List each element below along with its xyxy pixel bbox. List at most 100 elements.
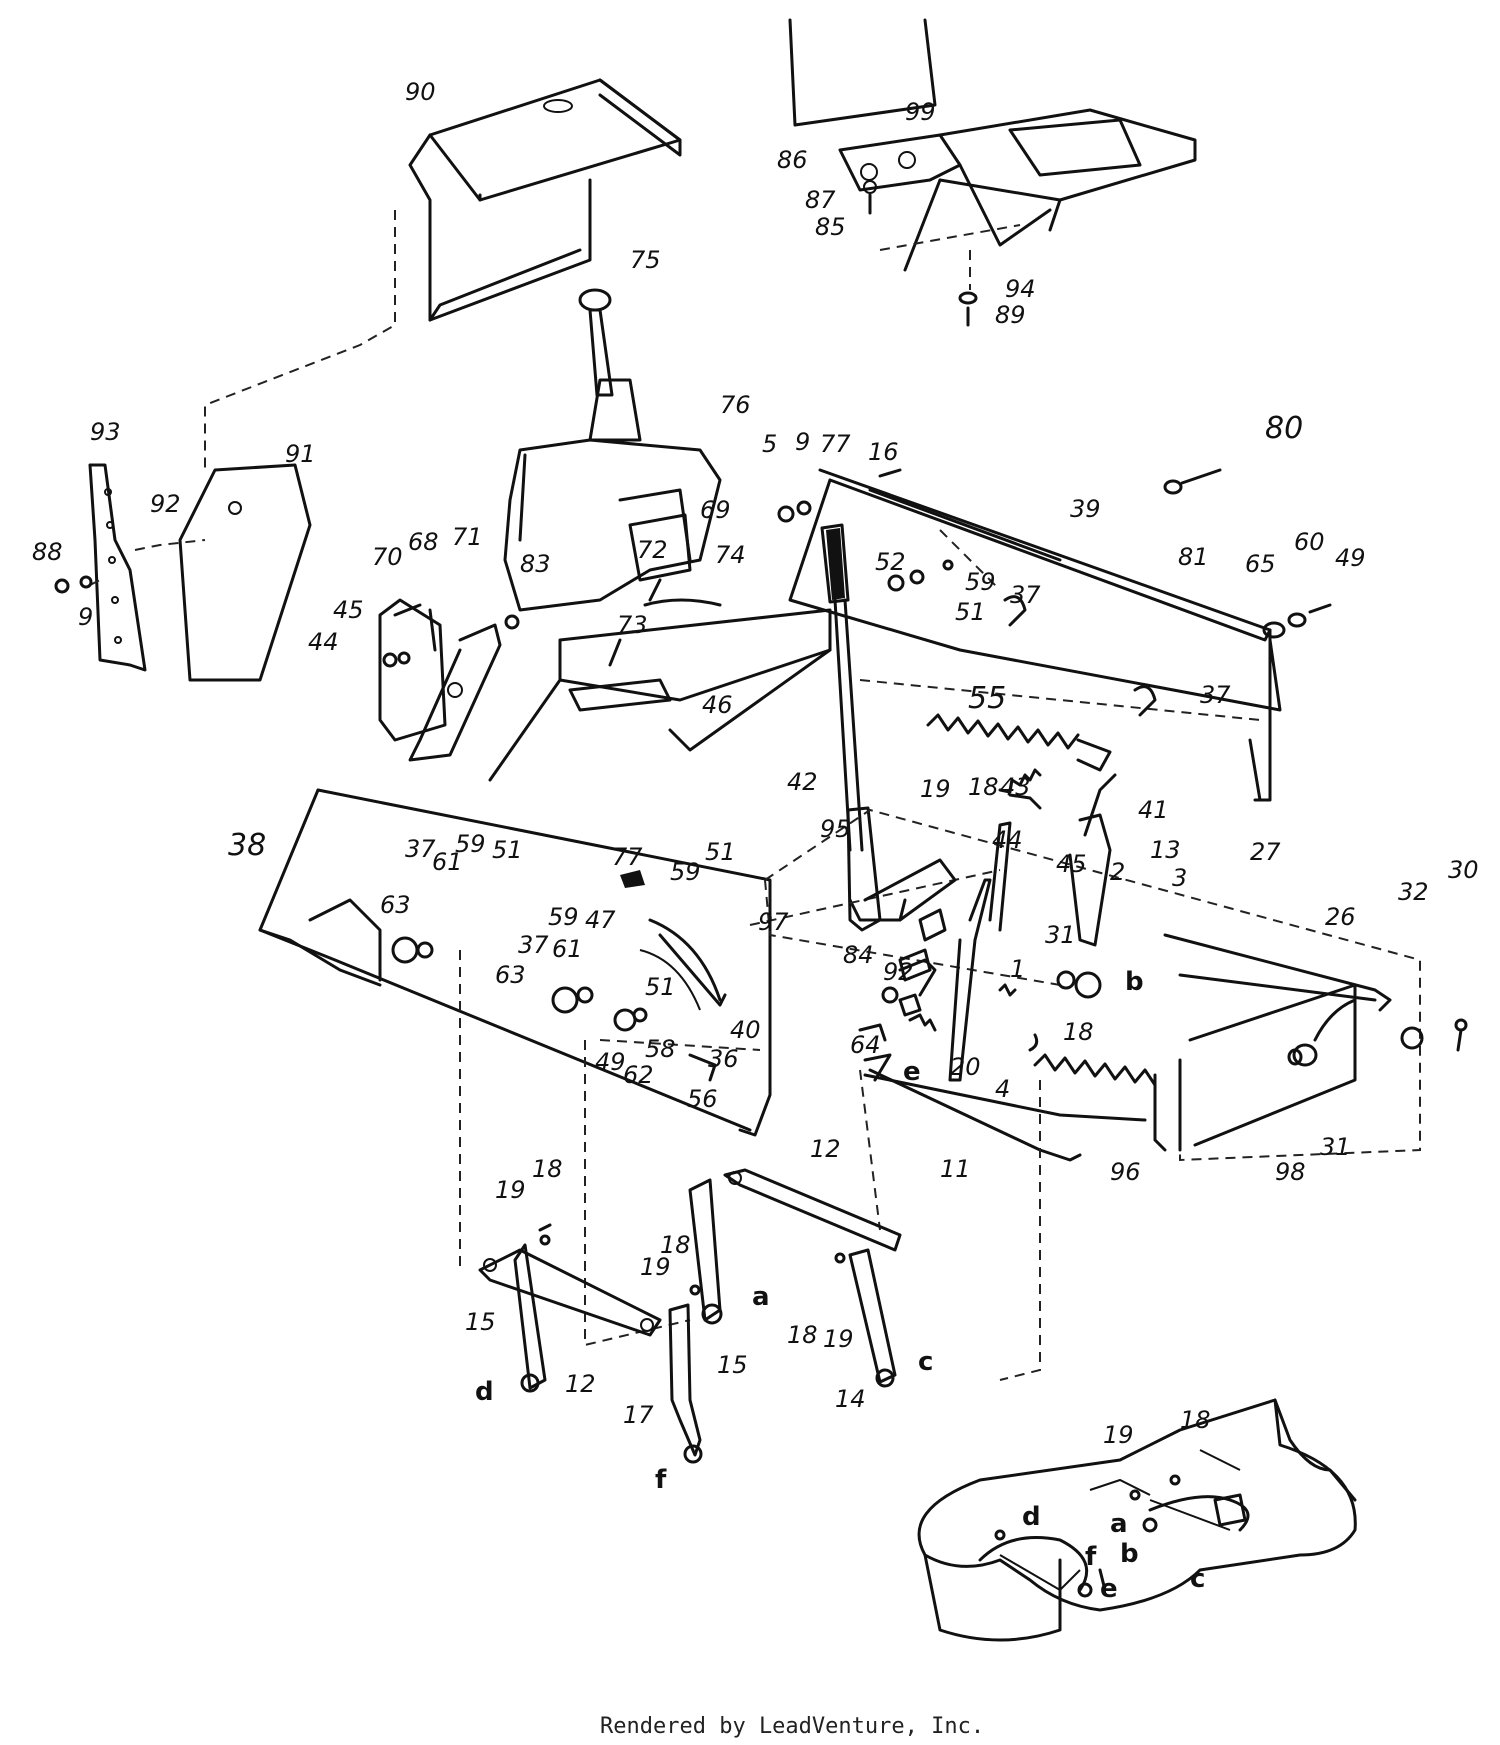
deck-linkage: [764, 768, 1468, 1162]
lift-lever-42: [820, 523, 907, 932]
callout-49-mid: 49: [595, 1048, 626, 1076]
callout-99: 99: [905, 98, 936, 126]
callout-84: 84: [843, 941, 874, 969]
callout-49-right: 49: [1335, 544, 1366, 572]
callout-96: 96: [1110, 1158, 1141, 1186]
callout-15-right: 15: [717, 1351, 748, 1379]
callout-41: 41: [1138, 796, 1169, 824]
inset-letter-d: d: [1022, 1502, 1041, 1532]
render-credit: Rendered by LeadVenture, Inc.: [600, 1714, 984, 1739]
seat-bracket: [788, 18, 1197, 327]
callout-18-lower-mid: 18: [660, 1231, 691, 1259]
callout-77-lower: 77: [612, 843, 643, 871]
callout-51-mid: 51: [645, 973, 676, 1001]
callout-75: 75: [630, 246, 661, 274]
shift-console-76: [488, 288, 832, 782]
callout-19-inset: 19: [1103, 1421, 1134, 1449]
callout-68: 68: [408, 528, 439, 556]
callout-31-top: 31: [1045, 921, 1076, 949]
callout-11: 11: [940, 1155, 971, 1183]
callout-63-top: 63: [380, 891, 411, 919]
callout-37-right: 37: [1200, 681, 1231, 709]
callout-88: 88: [32, 538, 63, 566]
letter-c: c: [918, 1347, 933, 1377]
callout-94: 94: [1005, 275, 1036, 303]
callout-89: 89: [995, 301, 1026, 329]
letter-b: b: [1125, 967, 1144, 997]
callout-17: 17: [623, 1401, 654, 1429]
callout-19-lower-right: 19: [823, 1325, 854, 1353]
callout-30: 30: [1448, 856, 1479, 884]
callout-18-lower-left: 18: [532, 1155, 563, 1183]
callout-59-left: 59: [455, 830, 486, 858]
callout-44-left: 44: [308, 628, 339, 656]
callout-51-lower-right: 51: [705, 838, 736, 866]
callout-65: 65: [1245, 550, 1276, 578]
inset-letter-b: b: [1120, 1539, 1139, 1569]
callout-19-center: 19: [920, 775, 951, 803]
callout-61-top: 61: [432, 848, 463, 876]
callout-92-left: 92: [150, 490, 181, 518]
callout-86: 86: [777, 146, 808, 174]
callout-72: 72: [637, 536, 668, 564]
callout-77-top: 77: [820, 430, 851, 458]
callout-12-bottom: 12: [565, 1370, 596, 1398]
letter-d: d: [475, 1377, 494, 1407]
letter-f: f: [655, 1465, 667, 1495]
lower-linkages: [459, 950, 1041, 1464]
callout-37-top: 37: [1010, 581, 1041, 609]
callout-9-top: 9: [795, 428, 810, 456]
inset-letter-f: f: [1085, 1542, 1097, 1572]
callout-40: 40: [730, 1016, 761, 1044]
callout-90: 90: [405, 78, 436, 106]
callout-46: 46: [702, 691, 733, 719]
callout-61-mid: 61: [552, 935, 583, 963]
callout-63-mid: 63: [495, 961, 526, 989]
callout-52: 52: [875, 548, 906, 576]
callout-73: 73: [617, 611, 648, 639]
callout-19-lower-left: 19: [495, 1176, 526, 1204]
callout-3: 3: [1172, 864, 1187, 892]
callout-93: 93: [90, 418, 121, 446]
callout-59-lower-right: 59: [670, 858, 701, 886]
callout-62: 62: [623, 1061, 654, 1089]
callout-44-center: 44: [992, 826, 1023, 854]
callout-20: 20: [950, 1053, 981, 1081]
callout-45-left: 45: [333, 596, 364, 624]
callout-92-center: 92: [883, 958, 914, 986]
spring-55: [926, 713, 1112, 772]
inset-letter-c: c: [1190, 1564, 1205, 1594]
letter-e: e: [903, 1057, 921, 1087]
callout-32: 32: [1398, 878, 1429, 906]
callout-69: 69: [700, 496, 731, 524]
callout-97: 97: [758, 908, 789, 936]
callout-12-top: 12: [810, 1135, 841, 1163]
callout-36: 36: [708, 1045, 739, 1073]
callout-13: 13: [1150, 836, 1181, 864]
callout-1: 1: [1010, 955, 1025, 983]
inset-letter-e: e: [1100, 1574, 1118, 1604]
callout-27: 27: [1250, 838, 1281, 866]
callout-51-left: 51: [492, 836, 523, 864]
callout-95: 95: [820, 815, 851, 843]
callout-15-left: 15: [465, 1308, 496, 1336]
callout-55: 55: [968, 681, 1006, 716]
callout-39: 39: [1070, 495, 1101, 523]
callout-43: 43: [1000, 773, 1031, 801]
callout-18-inset: 18: [1180, 1406, 1211, 1434]
callout-85: 85: [815, 213, 846, 241]
callout-38: 38: [228, 828, 266, 863]
callout-87: 87: [805, 186, 836, 214]
mower-deck-inset: [917, 1398, 1357, 1642]
frame-38: [258, 788, 1001, 1137]
callout-labels: 90 99 86 87 85 94 89 75 76 93 91 92 88 9…: [32, 78, 1479, 1449]
callout-81: 81: [1178, 543, 1209, 571]
panel-39: [777, 468, 1332, 802]
callout-16: 16: [868, 438, 899, 466]
callout-42: 42: [787, 768, 818, 796]
hood-panel-90: [204, 78, 682, 470]
callout-31-right: 31: [1320, 1133, 1351, 1161]
callout-2: 2: [1110, 858, 1125, 886]
callout-70: 70: [372, 543, 403, 571]
connection-letters: a b c d e f a b c d e f: [475, 967, 1205, 1604]
